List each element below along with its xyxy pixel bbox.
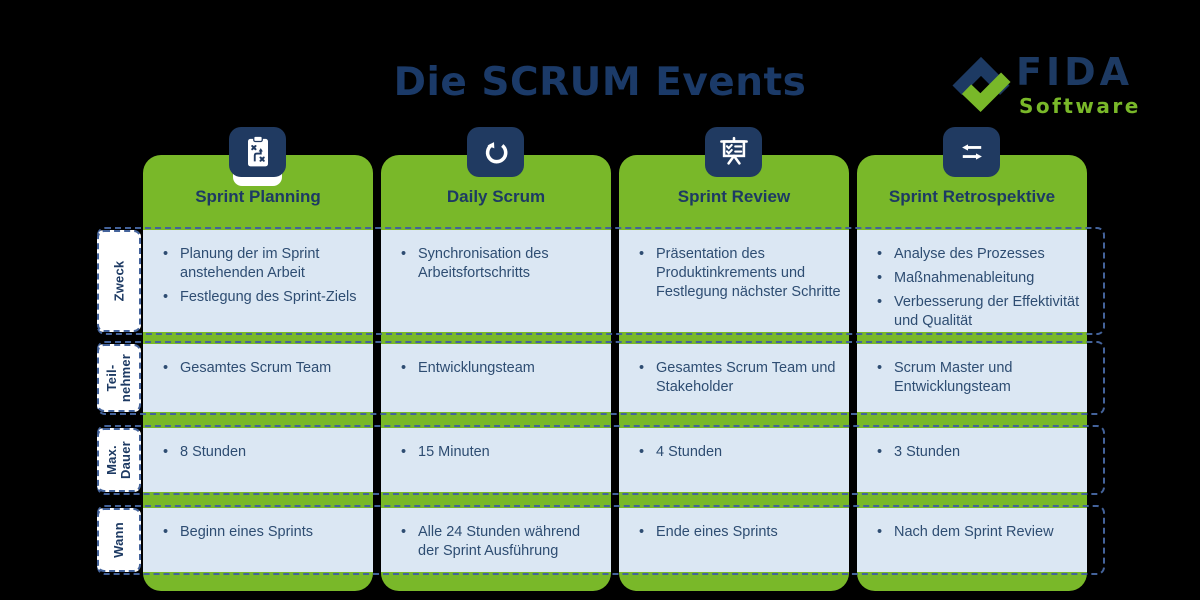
page-title: Die SCRUM Events xyxy=(393,60,807,105)
cell-sprint-retrospektive-zweck: Analyse des ProzessesMaßnahmenableitungV… xyxy=(857,230,1087,332)
cell-sprint-review-zweck: Präsentation des Produktinkrements und F… xyxy=(619,230,849,332)
cell-sprint-planning-dauer: 8 Stunden xyxy=(143,428,373,492)
column-title: Sprint Planning xyxy=(195,187,321,206)
row-label-wann: Wann xyxy=(97,508,141,572)
bullet-list: Gesamtes Scrum Team und Stakeholder xyxy=(619,344,849,408)
bullet-list: 15 Minuten xyxy=(381,428,611,473)
fida-diamond-check-icon xyxy=(952,56,1011,113)
bullet-list: Nach dem Sprint Review xyxy=(857,508,1087,553)
bullet-list: Ende eines Sprints xyxy=(619,508,849,553)
fida-logo: FIDA Software xyxy=(950,50,1160,122)
bullet-list: Planung der im Sprint anstehenden Arbeit… xyxy=(143,230,373,318)
refresh-loop-icon xyxy=(467,127,524,177)
bullet-list: 8 Stunden xyxy=(143,428,373,473)
cell-daily-scrum-teilnehmer: Entwicklungsteam xyxy=(381,344,611,412)
cell-daily-scrum-zweck: Synchronisation des Arbeitsfortschritts xyxy=(381,230,611,332)
column-title: Daily Scrum xyxy=(446,187,546,206)
cell-sprint-review-dauer: 4 Stunden xyxy=(619,428,849,492)
column-title: Sprint Retrospektive xyxy=(888,187,1056,206)
bullet-list: 4 Stunden xyxy=(619,428,849,473)
bullet-list: 3 Stunden xyxy=(857,428,1087,473)
row-band-zweck: Zweck Planung der im Sprint anstehenden … xyxy=(97,227,1105,335)
logo-subtitle: Software xyxy=(1019,94,1141,118)
row-label-teilnehmer: Teil- nehmer xyxy=(97,344,141,412)
row-label-max-dauer: Max. Dauer xyxy=(97,428,141,492)
cell-sprint-planning-zweck: Planung der im Sprint anstehenden Arbeit… xyxy=(143,230,373,332)
row-band-max-dauer: Max. Dauer 8 Stunden 15 Minuten 4 Stunde… xyxy=(97,425,1105,495)
row-label-text: Wann xyxy=(110,522,126,558)
row-label-text: Teil- nehmer xyxy=(103,353,134,403)
row-label-text: Zweck xyxy=(110,260,126,302)
row-band-teilnehmer: Teil- nehmer Gesamtes Scrum Team Entwick… xyxy=(97,341,1105,415)
bullet-list: Gesamtes Scrum Team xyxy=(143,344,373,389)
row-label-text: Max. Dauer xyxy=(103,441,133,479)
cell-sprint-retrospektive-dauer: 3 Stunden xyxy=(857,428,1087,492)
column-title: Sprint Review xyxy=(677,187,791,206)
cell-sprint-planning-wann: Beginn eines Sprints xyxy=(143,508,373,572)
bullet-list: Präsentation des Produktinkrements und F… xyxy=(619,230,849,313)
cell-sprint-planning-teilnehmer: Gesamtes Scrum Team xyxy=(143,344,373,412)
row-label-zweck: Zweck xyxy=(97,230,141,332)
row-band-wann: Wann Beginn eines Sprints Alle 24 Stunde… xyxy=(97,505,1105,575)
bullet-list: Synchronisation des Arbeitsfortschritts xyxy=(381,230,611,294)
cell-daily-scrum-dauer: 15 Minuten xyxy=(381,428,611,492)
bullet-list: Analyse des ProzessesMaßnahmenableitungV… xyxy=(857,230,1087,341)
bullet-list: Alle 24 Stunden während der Sprint Ausfü… xyxy=(381,508,611,572)
clipboard-strategy-icon xyxy=(229,127,286,177)
bullet-list: Entwicklungsteam xyxy=(381,344,611,389)
cell-sprint-retrospektive-wann: Nach dem Sprint Review xyxy=(857,508,1087,572)
presentation-board-icon xyxy=(705,127,762,177)
logo-name: FIDA xyxy=(1016,50,1134,94)
cell-daily-scrum-wann: Alle 24 Stunden während der Sprint Ausfü… xyxy=(381,508,611,572)
swap-arrows-icon xyxy=(943,127,1000,177)
bullet-list: Scrum Master und Entwicklungsteam xyxy=(857,344,1087,408)
cell-sprint-review-teilnehmer: Gesamtes Scrum Team und Stakeholder xyxy=(619,344,849,412)
cell-sprint-retrospektive-teilnehmer: Scrum Master und Entwicklungsteam xyxy=(857,344,1087,412)
cell-sprint-review-wann: Ende eines Sprints xyxy=(619,508,849,572)
bullet-list: Beginn eines Sprints xyxy=(143,508,373,553)
